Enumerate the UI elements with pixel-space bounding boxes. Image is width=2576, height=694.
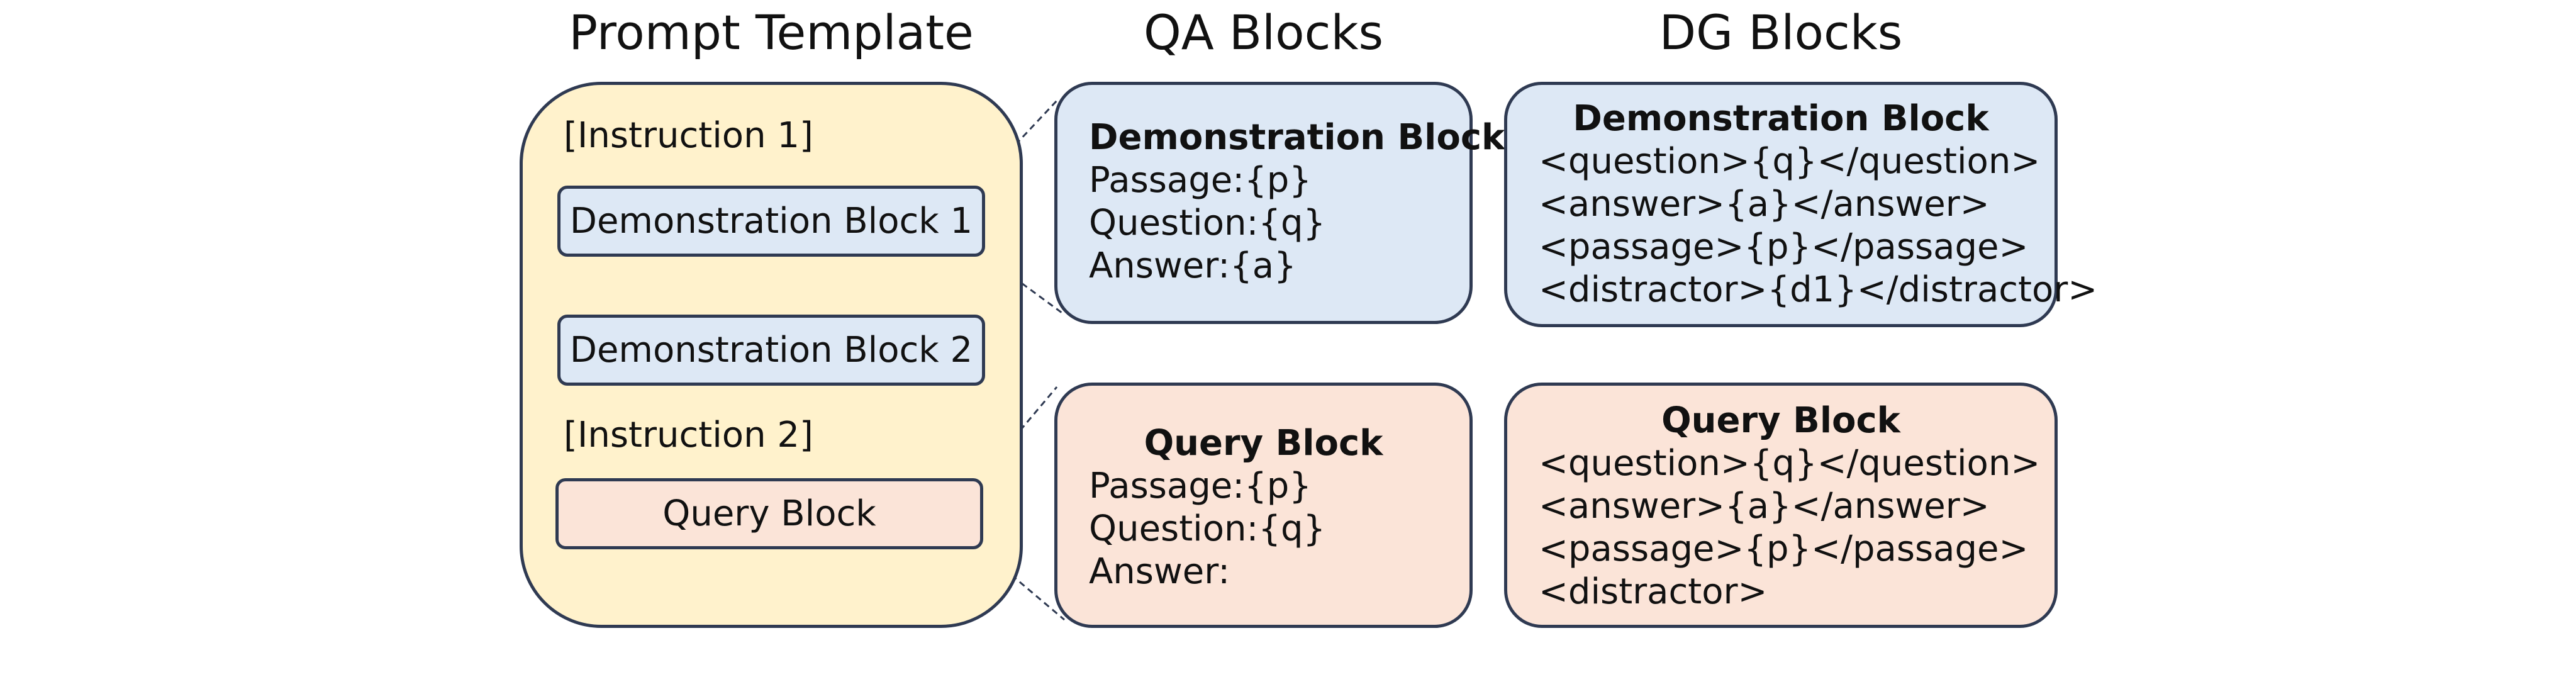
connector-demo-bottom — [978, 250, 1065, 316]
dg-query-line-distractor: <distractor> — [1539, 571, 1768, 612]
query-block: Query Block — [555, 478, 983, 549]
demonstration-block-2: Demonstration Block 2 — [557, 315, 985, 386]
instruction-1-label: [Instruction 1] — [564, 115, 813, 156]
dg-query-line-answer: <answer>{a}</answer> — [1539, 486, 1990, 527]
qa-demo-title: Demonstration Block — [1089, 117, 1505, 158]
dg-demo-line-passage: <passage>{p}</passage> — [1539, 227, 2029, 267]
qa-demonstration-block: Demonstration Block Passage:{p} Question… — [1054, 82, 1505, 324]
dg-query-line-question: <question>{q}</question> — [1539, 443, 2041, 484]
connector-query-top — [978, 386, 1058, 480]
dg-demonstration-block: Demonstration Block <question>{q}</quest… — [1504, 82, 2097, 327]
qa-query-line-answer: Answer: — [1089, 551, 1230, 592]
instruction-2-label: [Instruction 2] — [564, 415, 813, 456]
dg-demo-line-question: <question>{q}</question> — [1539, 141, 2041, 182]
dg-query-line-passage: <passage>{p}</passage> — [1539, 529, 2029, 569]
dg-demo-line-answer: <answer>{a}</answer> — [1539, 184, 1990, 225]
qa-query-line-passage: Passage:{p} — [1089, 466, 1312, 507]
connector-query-bottom — [978, 546, 1065, 621]
prompt-template-panel: [Instruction 1] Demonstration Block 1 De… — [520, 82, 1023, 628]
qa-demo-line-passage: Passage:{p} — [1089, 160, 1312, 201]
qa-demo-line-question: Question:{q} — [1089, 203, 1326, 243]
dg-query-block: Query Block <question>{q}</question> <an… — [1504, 383, 2058, 628]
qa-demo-line-answer: Answer:{a} — [1089, 245, 1296, 286]
qa-query-block: Query Block Passage:{p} Question:{q} Ans… — [1054, 383, 1473, 628]
qa-query-line-question: Question:{q} — [1089, 508, 1326, 549]
dg-demo-title: Demonstration Block — [1573, 98, 1989, 139]
qa-query-title: Query Block — [1144, 423, 1383, 464]
qa-blocks-title: QA Blocks — [1143, 4, 1384, 60]
demonstration-block-1: Demonstration Block 1 — [557, 186, 985, 257]
dg-query-title: Query Block — [1661, 400, 1900, 441]
dg-demo-line-distractor: <distractor>{d1}</distractor> — [1539, 269, 2098, 310]
dg-blocks-title: DG Blocks — [1659, 4, 1903, 60]
prompt-template-title: Prompt Template — [569, 4, 974, 60]
